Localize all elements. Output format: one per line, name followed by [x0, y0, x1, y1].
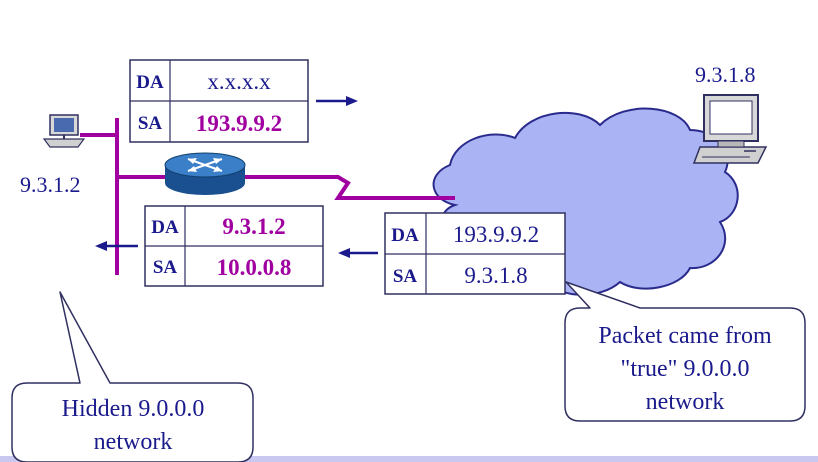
- packet-translated-sa-label: SA: [153, 257, 178, 278]
- packet-original-da-value: 193.9.9.2: [453, 222, 539, 247]
- packet-original-sa-value: 9.3.1.8: [464, 263, 527, 288]
- callout-hidden-network: Hidden 9.0.0.0 network: [11, 291, 254, 462]
- packet-inbound-original: DA SA 193.9.9.2 9.3.1.8: [384, 212, 566, 295]
- packet-translated-sa-value: 10.0.0.8: [217, 255, 292, 280]
- arrow-left-icon: [95, 241, 138, 251]
- left-host-icon: [42, 114, 86, 148]
- right-host-ip: 9.3.1.8: [695, 62, 756, 87]
- packet-translated-da-value: 9.3.1.2: [222, 214, 285, 239]
- arrow-right-icon: [316, 96, 358, 106]
- packet-outbound-sa-label: SA: [138, 113, 163, 134]
- router-icon: [164, 152, 246, 195]
- right-host-icon: [692, 94, 768, 164]
- arrow-left-icon: [338, 248, 378, 258]
- packet-inbound-translated: DA SA 9.3.1.2 10.0.0.8: [144, 205, 324, 287]
- packet-outbound-sa-value: 193.9.9.2: [196, 111, 282, 136]
- packet-original-da-label: DA: [391, 225, 419, 246]
- wan-link: [240, 175, 455, 200]
- packet-outbound-da-label: DA: [136, 72, 164, 93]
- packet-translated-da-label: DA: [151, 217, 179, 238]
- packet-outbound-da-value: x.x.x.x: [207, 69, 271, 94]
- callout-right-line1: Packet came from: [598, 323, 772, 349]
- callout-left-line1: Hidden 9.0.0.0: [62, 396, 205, 422]
- bottom-band: [0, 456, 818, 462]
- callout-right-line2: "true" 9.0.0.0: [621, 356, 750, 382]
- callout-true-network: Packet came from "true" 9.0.0.0 network: [564, 281, 806, 422]
- packet-outbound: DA SA x.x.x.x 193.9.9.2: [129, 59, 309, 143]
- callout-left-line2: network: [94, 429, 173, 455]
- packet-original-sa-label: SA: [393, 266, 418, 287]
- left-host-ip: 9.3.1.2: [20, 172, 81, 197]
- callout-right-line3: network: [646, 389, 725, 415]
